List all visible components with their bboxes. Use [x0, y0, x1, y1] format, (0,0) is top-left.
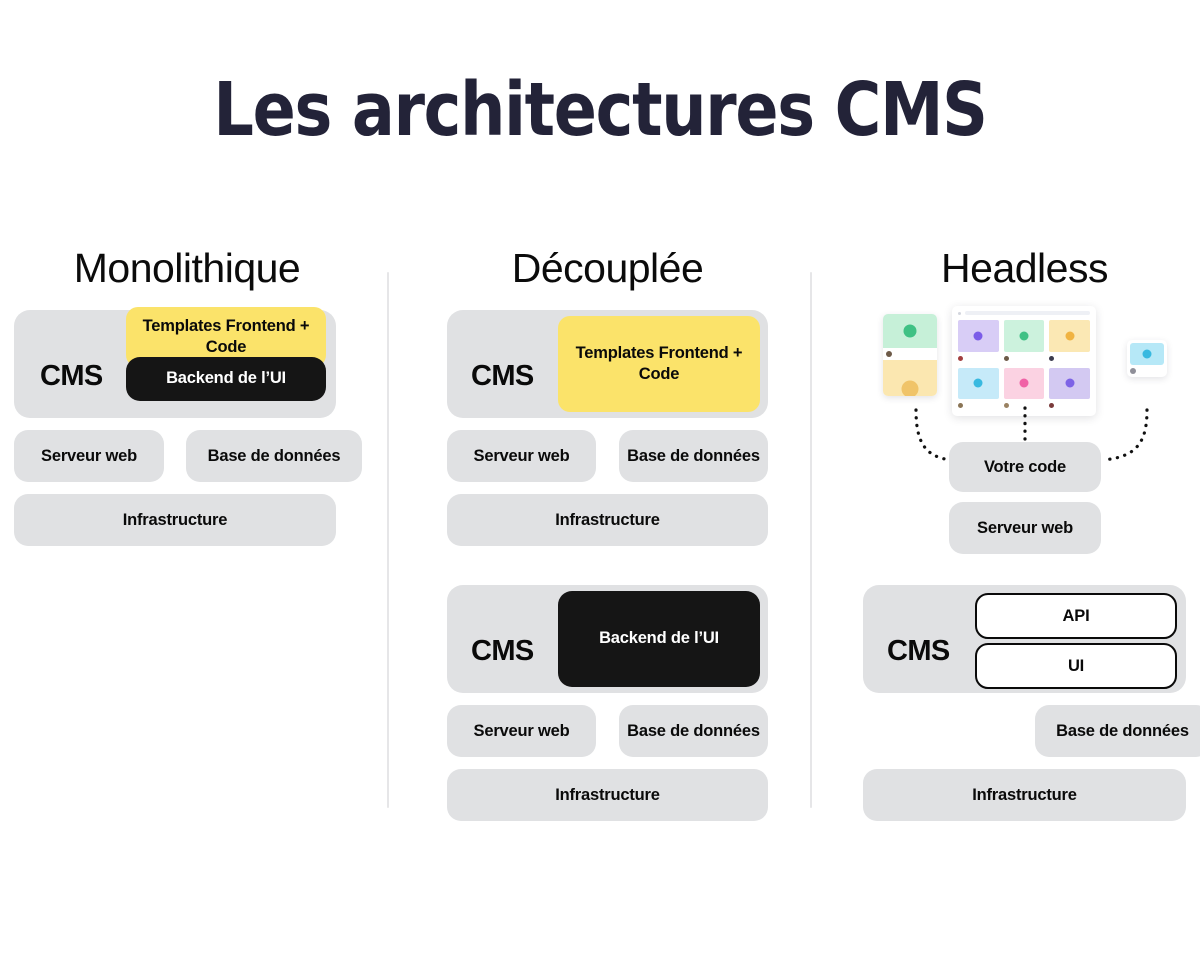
serveur-web-box: Serveur web [447, 705, 596, 757]
cms-label: CMS [40, 360, 103, 392]
column-heading-headless: Headless [941, 245, 1108, 291]
column-heading-decouplee: Découplée [511, 245, 704, 291]
base-de-donnees-box: Base de données [619, 430, 768, 482]
dotted-connector-paths [914, 406, 1149, 462]
column-divider-1 [387, 272, 389, 808]
base-de-donnees-box: Base de données [1035, 705, 1200, 757]
cms-label: CMS [471, 635, 534, 667]
mobile-device-mockup-icon [883, 314, 937, 406]
serveur-web-box: Serveur web [14, 430, 164, 482]
serveur-web-box: Serveur web [447, 430, 596, 482]
ui-box: UI [975, 643, 1177, 689]
cms-label: CMS [887, 635, 950, 667]
infrastructure-box: Infrastructure [863, 769, 1186, 821]
page-title: Les architectures CMS [213, 67, 988, 153]
infrastructure-box: Infrastructure [447, 494, 768, 546]
cms-block-headless: CMS API UI [863, 585, 1186, 693]
templates-frontend-code-box: Templates Frontend + Code [558, 316, 760, 412]
cms-label: CMS [471, 360, 534, 392]
backend-ui-box: Backend de l’UI [126, 357, 326, 401]
base-de-donnees-box: Base de données [619, 705, 768, 757]
api-box: API [975, 593, 1177, 639]
infrastructure-box: Infrastructure [447, 769, 768, 821]
cms-block-monolithique: CMS Templates Frontend + Code Backend de… [14, 307, 336, 418]
infrastructure-box: Infrastructure [14, 494, 336, 546]
column-heading-monolithique: Monolithique [73, 245, 301, 291]
votre-code-box: Votre code [949, 442, 1101, 492]
dotted-arc-left [914, 408, 953, 462]
column-divider-2 [810, 272, 812, 808]
cms-block-decouplee-backend: CMS Backend de l’UI [447, 585, 768, 693]
cms-block-decouplee-frontend: CMS Templates Frontend + Code [447, 310, 768, 418]
backend-ui-box: Backend de l’UI [558, 591, 760, 687]
dotted-connectors [859, 406, 1196, 470]
column-headless: Headless [863, 245, 1200, 821]
base-de-donnees-box: Base de données [186, 430, 362, 482]
watch-device-mockup-icon [1127, 340, 1167, 388]
channel-devices-illustration [859, 306, 1196, 416]
desktop-grid-mockup-icon [952, 306, 1096, 416]
column-decouplee: Découplée CMS Templates Frontend + Code … [447, 245, 768, 821]
column-monolithique: Monolithique CMS Templates Frontend + Co… [14, 245, 374, 546]
dotted-arc-right [1101, 408, 1149, 462]
serveur-web-box: Serveur web [949, 502, 1101, 554]
